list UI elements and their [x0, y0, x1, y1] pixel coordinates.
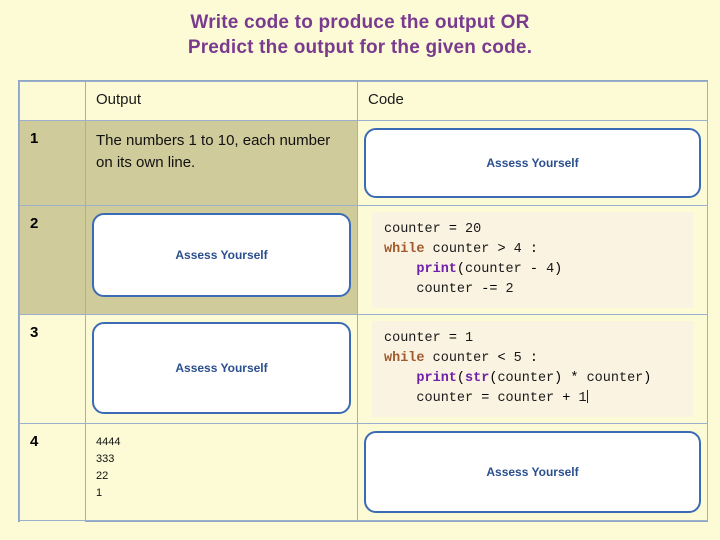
title-line-1: Write code to produce the output OR [190, 12, 530, 33]
row-number-cell: 1 [19, 120, 86, 214]
output-line: 333 [96, 453, 115, 465]
row-code-cell: Assess Yourself [357, 120, 708, 206]
assess-yourself-button-3l[interactable]: Assess Yourself [92, 322, 351, 414]
table-row: 3 Assess Yourself counter = 1 while coun… [19, 314, 708, 432]
row-output-cell: Assess Yourself [85, 205, 358, 315]
output-line: 1 [96, 487, 103, 499]
row-number-cell: 4 [19, 423, 86, 529]
assess-yourself-button-4r[interactable]: Assess Yourself [364, 431, 701, 513]
row-number-3: 3 [20, 315, 85, 432]
assess-yourself-button-2l[interactable]: Assess Yourself [92, 213, 351, 297]
header-code-label: Code [368, 91, 404, 108]
row-number-2: 2 [20, 206, 85, 323]
header-cell-code: Code [357, 81, 708, 121]
header-cell-num [19, 81, 86, 121]
row-output-cell: Assess Yourself [85, 314, 358, 424]
output-line: 4444 [96, 436, 121, 448]
row-code-cell: counter = 20 while counter > 4 : print(c… [357, 205, 708, 315]
row-code-cell: Assess Yourself [357, 423, 708, 521]
table-row: 1 The numbers 1 to 10, each number on it… [19, 120, 708, 214]
page-title: Write code to produce the output OR Pred… [0, 0, 720, 60]
table-row: 4 4444 333 22 1 Assess Yourself [19, 423, 708, 529]
header-num-label [20, 82, 85, 91]
code-snippet-3: counter = 1 while counter < 5 : print(st… [372, 321, 693, 417]
header-output-label: Output [96, 91, 142, 108]
table-row: 2 Assess Yourself counter = 20 while cou… [19, 205, 708, 323]
row-number-1: 1 [20, 121, 85, 214]
output-number-list-4: 4444 333 22 1 [86, 424, 357, 510]
row-output-cell: The numbers 1 to 10, each number on its … [85, 120, 358, 206]
exercise-table: Output Code 1 The numbers 1 to 10, each … [18, 80, 708, 529]
row-number-cell: 2 [19, 205, 86, 323]
assess-yourself-button-1r[interactable]: Assess Yourself [364, 128, 701, 198]
header-cell-output: Output [85, 81, 358, 121]
table-header-row: Output Code [19, 81, 708, 121]
row-number-cell: 3 [19, 314, 86, 432]
row-output-cell: 4444 333 22 1 [85, 423, 358, 521]
title-line-2: Predict the output for the given code. [187, 37, 533, 58]
output-text-1: The numbers 1 to 10, each number on its … [96, 132, 331, 171]
output-line: 22 [96, 470, 109, 482]
row-code-cell: counter = 1 while counter < 5 : print(st… [357, 314, 708, 424]
code-snippet-2: counter = 20 while counter > 4 : print(c… [372, 212, 693, 308]
row-number-4: 4 [20, 424, 85, 529]
